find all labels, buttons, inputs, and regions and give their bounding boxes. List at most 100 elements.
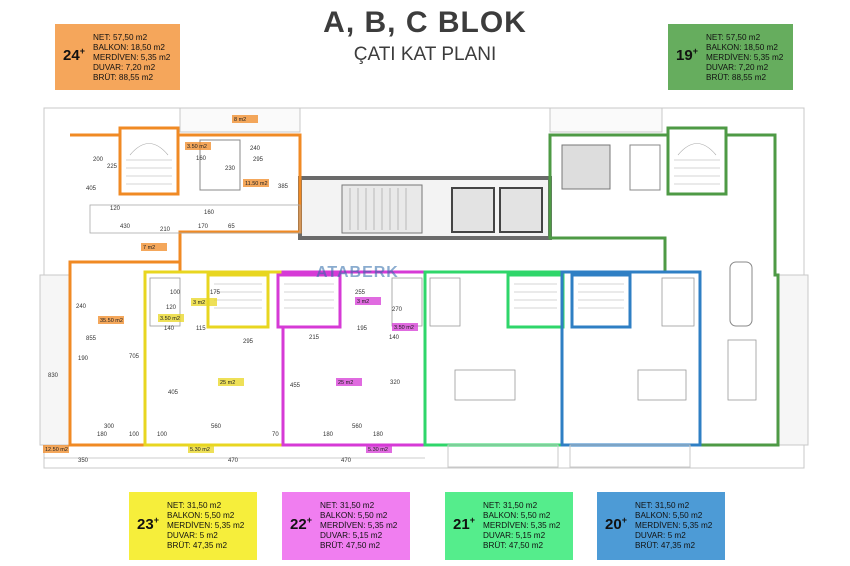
- unit-area-line: BALKON: 5,50 m2: [167, 511, 235, 520]
- unit-area-line: BRÜT: 47,50 m2: [483, 541, 544, 550]
- unit-area-line: NET: 57,50 m2: [93, 33, 148, 42]
- dimension-label: 120: [166, 305, 177, 311]
- dimension-label: 225: [107, 164, 118, 170]
- area-tag: 7 m2: [143, 245, 155, 251]
- area-tag-bg: [366, 445, 392, 453]
- area-tag: 11.50 m2: [245, 181, 268, 187]
- unit-number-suffix: +: [692, 46, 698, 56]
- dimension-label: 160: [204, 210, 215, 216]
- unit-number-suffix: +: [469, 515, 475, 525]
- dimension-label: 100: [170, 290, 181, 296]
- unit-area-line: BALKON: 18,50 m2: [706, 43, 778, 52]
- dimension-label: 190: [78, 356, 89, 362]
- unit-area-line: DUVAR: 5 m2: [167, 531, 218, 540]
- unit-20-outline: [560, 270, 702, 447]
- dimension-label: 70: [272, 432, 279, 438]
- terrace-bottom-2: [569, 444, 691, 468]
- unit-area-line: DUVAR: 5,15 m2: [320, 531, 383, 540]
- dimension-label: 100: [129, 432, 140, 438]
- unit-number-suffix: +: [621, 515, 627, 525]
- elevator-1: [451, 187, 495, 233]
- unit-23-stair: [206, 273, 270, 329]
- dimension-label: 170: [198, 224, 209, 230]
- dimension-label: 100: [157, 432, 168, 438]
- unit-area-line: DUVAR: 5,15 m2: [483, 531, 546, 540]
- area-tag-bg: [392, 323, 418, 331]
- unit-21-bath: [429, 277, 461, 327]
- dimension-label: 405: [168, 390, 179, 396]
- unit-number: 22+: [290, 515, 312, 533]
- dimension-label: 160: [196, 156, 207, 162]
- unit-area-line: BALKON: 18,50 m2: [93, 43, 165, 52]
- unit-area-line: MERDİVEN: 5,35 m2: [93, 53, 171, 62]
- area-tag: 12.50 m2: [45, 447, 68, 453]
- area-tag: 3 m2: [193, 300, 205, 306]
- dimension-label: 470: [228, 458, 239, 464]
- area-tag-bg: [355, 297, 381, 305]
- unit-22-stair: [276, 273, 342, 329]
- unit-area-line: BALKON: 5,50 m2: [635, 511, 703, 520]
- dimension-label: 405: [86, 186, 97, 192]
- unit-19-living: [727, 339, 757, 401]
- unit-19-bath: [629, 144, 661, 191]
- area-tag-bg: [43, 445, 69, 453]
- dimension-label: 230: [225, 166, 236, 172]
- area-tag-bg: [185, 142, 211, 150]
- dimension-label: 830: [48, 373, 59, 379]
- unit-19-stair: [666, 126, 728, 196]
- dimension-label: 180: [323, 432, 334, 438]
- unit-number: 20+: [605, 515, 627, 533]
- unit-number: 21+: [453, 515, 475, 533]
- dimension-label: 320: [390, 380, 401, 386]
- unit-area-line: NET: 31,50 m2: [320, 501, 375, 510]
- unit-24-bath: [199, 139, 241, 191]
- unit-number-suffix: +: [153, 515, 159, 525]
- unit-number-value: 19: [676, 47, 693, 64]
- unit-21-dining: [454, 369, 516, 401]
- unit-number-value: 22: [290, 516, 307, 533]
- unit-area-line: BRÜT: 47,35 m2: [635, 541, 696, 550]
- unit-20-stair: [570, 273, 632, 329]
- page-title: A, B, C BLOK: [323, 6, 527, 39]
- terrace-bottom-1: [447, 444, 559, 468]
- dimension-label: 240: [76, 304, 87, 310]
- area-tag: 3 m2: [357, 299, 369, 305]
- area-tag-bg: [158, 314, 184, 322]
- dimension-label: 175: [210, 290, 221, 296]
- unit-number-value: 21: [453, 516, 470, 533]
- unit-number: 19+: [676, 46, 698, 64]
- dimension-label: 180: [97, 432, 108, 438]
- unit-19-dining-table: [729, 261, 753, 327]
- unit-area-line: BRÜT: 47,50 m2: [320, 541, 381, 550]
- core-stair-steps: [349, 188, 407, 230]
- dimension-label: 115: [196, 326, 206, 332]
- unit-area-line: NET: 31,50 m2: [167, 501, 222, 510]
- unit-area-line: BALKON: 5,50 m2: [320, 511, 388, 520]
- brand-watermark: ATABERK: [316, 264, 399, 281]
- unit-23-bath: [149, 277, 181, 327]
- unit-24-stair-steps: [126, 143, 172, 185]
- unit-24-kitchen: [89, 204, 301, 234]
- unit-area-line: BRÜT: 88,55 m2: [93, 73, 154, 82]
- dimension-label: 295: [253, 157, 264, 163]
- unit-number-value: 24: [63, 47, 80, 64]
- area-tag: 5.30 m2: [190, 447, 210, 453]
- unit-area-line: MERDİVEN: 5,35 m2: [483, 521, 561, 530]
- dimension-label: 270: [392, 307, 403, 313]
- unit-number-suffix: +: [79, 46, 85, 56]
- unit-area-line: BRÜT: 88,55 m2: [706, 73, 767, 82]
- unit-24-stair: [118, 126, 180, 196]
- unit-number-suffix: +: [306, 515, 312, 525]
- unit-22-bath: [391, 277, 423, 327]
- lower-stair-steps: [214, 283, 624, 309]
- unit-number: 23+: [137, 515, 159, 533]
- unit-area-line: NET: 31,50 m2: [483, 501, 538, 510]
- area-tag-bg: [141, 243, 167, 251]
